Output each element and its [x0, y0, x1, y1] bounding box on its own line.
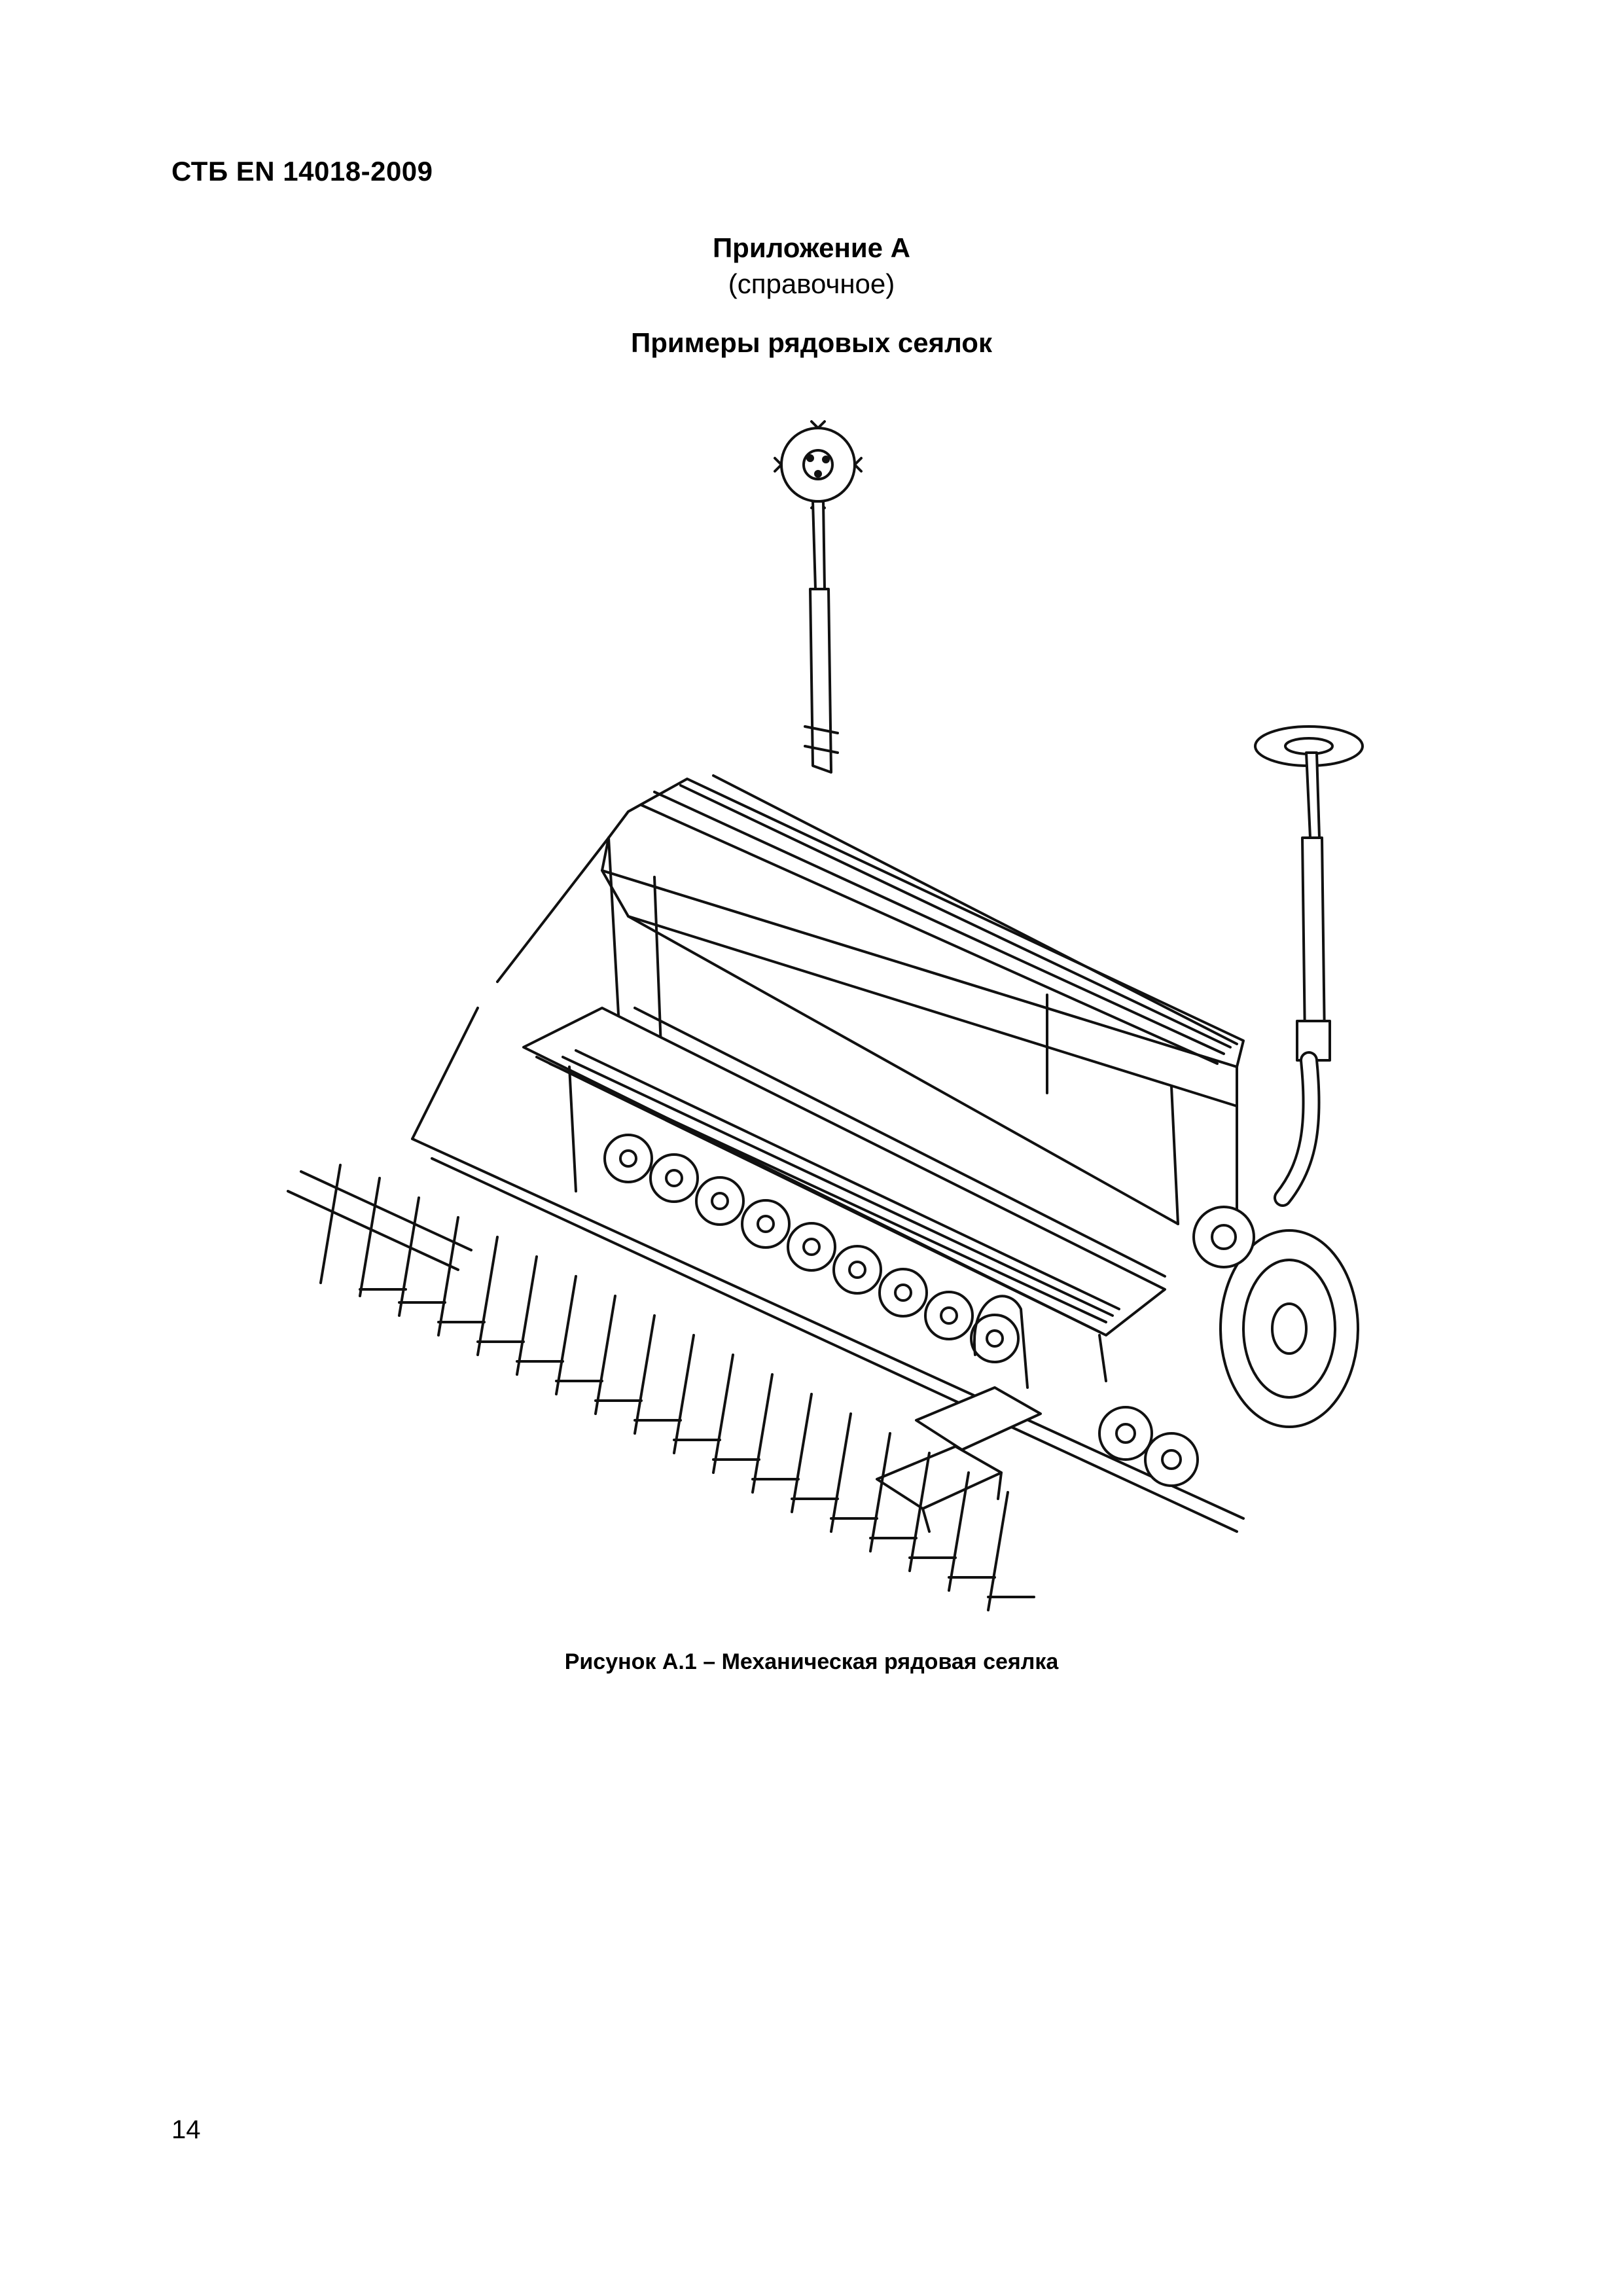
document-code: СТБ EN 14018-2009 [171, 156, 433, 187]
metering-discs [603, 1134, 1199, 1487]
harrow-tines [287, 1164, 1035, 1611]
annex-title: Приложение А [712, 232, 911, 263]
annex-note: (справочное) [728, 268, 895, 299]
seed-drill-illustration [287, 420, 1364, 1611]
ground-wheel [1192, 1206, 1359, 1428]
access-steps [876, 1295, 1042, 1533]
seed-drill-figure [262, 419, 1387, 1636]
section-title: Примеры рядовых сеялок [631, 327, 992, 358]
marker-disc-left [774, 420, 863, 774]
seed-hopper [601, 774, 1245, 1278]
marker-disc-right [1254, 725, 1364, 1207]
frame-and-platform [411, 836, 1245, 1533]
figure-caption: Рисунок А.1 – Механическая рядовая сеялк… [564, 1649, 1059, 1674]
page-number: 14 [171, 2115, 201, 2144]
